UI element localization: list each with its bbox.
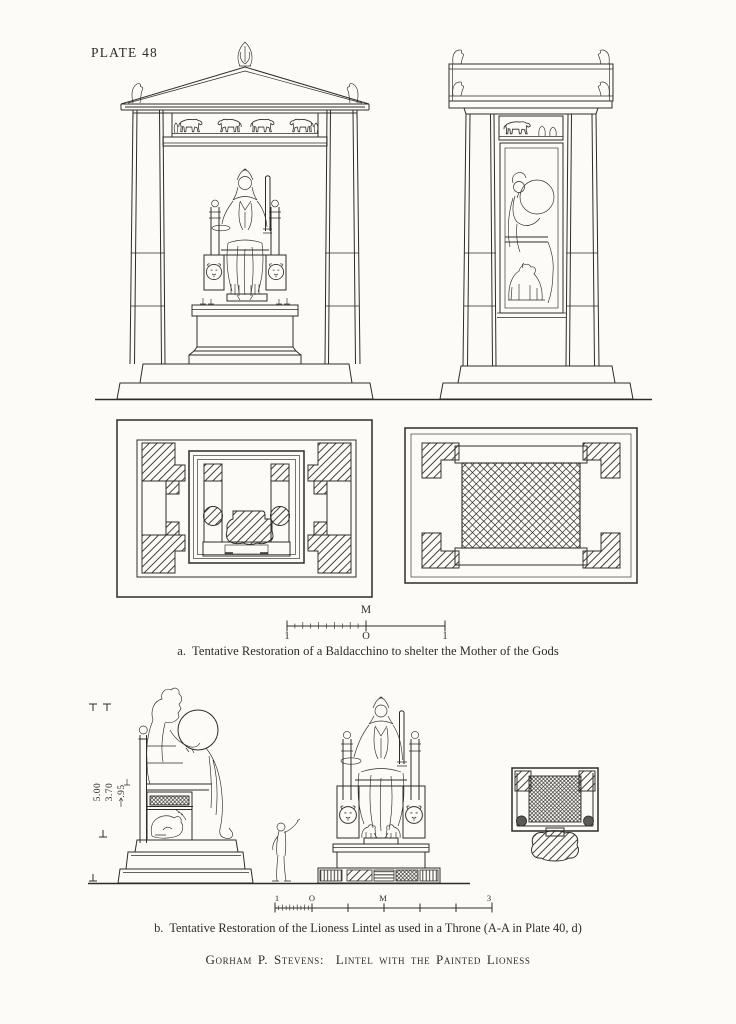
scale-bar-b <box>274 902 493 913</box>
scale-bar-a <box>286 620 446 632</box>
human-scale-figure <box>272 818 301 882</box>
credit-line: Gorham P. Stevens: Lintel with the Paint… <box>205 952 531 967</box>
caption-a: a. Tentative Restoration of a Baldacchin… <box>177 644 559 658</box>
throne-plan <box>511 767 599 862</box>
scale-b-zero-label: O <box>308 893 316 903</box>
dimension-95: .95 <box>117 784 127 798</box>
caption-b: b. Tentative Restoration of the Lioness … <box>154 921 582 935</box>
scale-b-left-label: 1 <box>274 893 280 903</box>
scale-a-unit-label: M <box>360 604 372 616</box>
front-elevation <box>116 41 374 400</box>
statue-side-relief <box>505 172 555 304</box>
scale-a-left-label: 1 <box>284 631 290 642</box>
dimension-5-00: 5.00 <box>93 782 103 802</box>
scale-b-right-label: 3 <box>486 893 492 903</box>
plan-ceiling-level <box>404 427 638 584</box>
dimension-3-70: 3.70 <box>105 782 115 802</box>
throne-side-view <box>89 687 254 884</box>
statue-front <box>203 168 287 302</box>
scale-a-right-label: 1 <box>442 631 448 642</box>
side-elevation <box>439 49 634 400</box>
plate-label: PLATE 48 <box>91 45 158 60</box>
plan-statue-level <box>116 419 373 598</box>
throne-front-view <box>317 696 441 884</box>
scale-a-zero-label: O <box>362 631 370 642</box>
scale-b-unit-label: M <box>379 893 387 903</box>
statue-pedestal <box>188 298 302 365</box>
